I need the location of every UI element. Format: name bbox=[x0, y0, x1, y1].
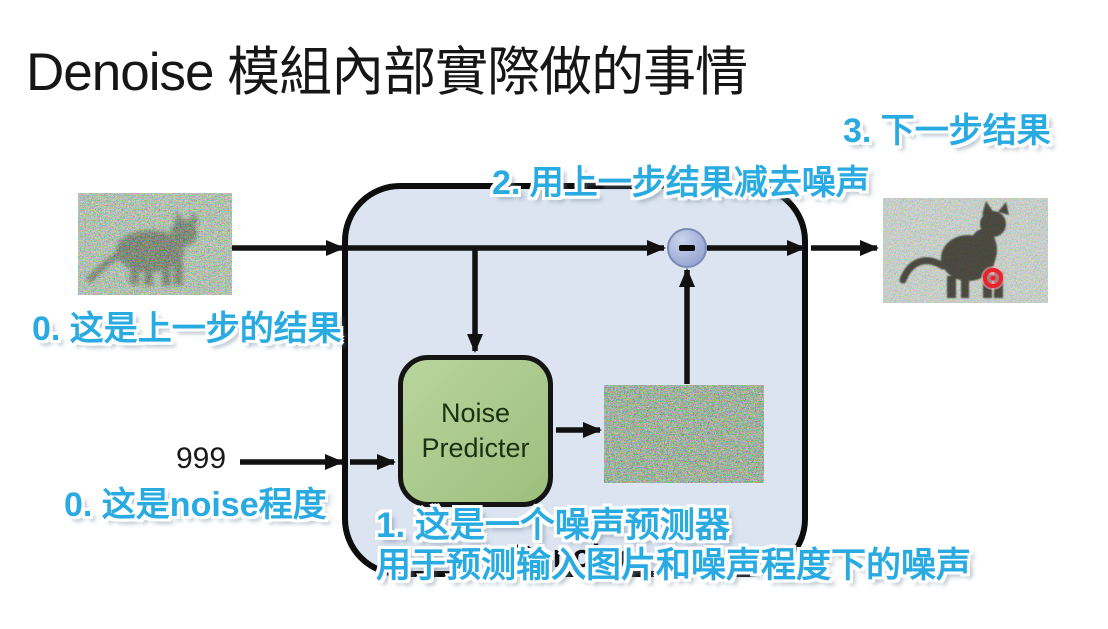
annotation-step1-line1: 1. 这是一个噪声预测器 bbox=[376, 506, 730, 545]
red-pointer-dot bbox=[981, 266, 1005, 290]
noise-predictor-label: Noise Predicter bbox=[421, 396, 529, 466]
input-noisy-image bbox=[78, 193, 232, 295]
minus-node bbox=[667, 228, 707, 268]
noise-predictor-box: Noise Predicter bbox=[398, 355, 553, 507]
page-title: Denoise 模組內部實際做的事情 bbox=[26, 43, 748, 102]
denoise-container-label: Denoise bbox=[511, 538, 637, 574]
annotation-step3: 3. 下一步结果 bbox=[843, 112, 1051, 150]
noise-level-value: 999 bbox=[176, 442, 227, 475]
annotation-step1-line2: 用于预测输入图片和噪声程度下的噪声 bbox=[376, 546, 972, 585]
noise-predictor-label-line1: Noise bbox=[440, 397, 510, 428]
predicted-noise-image bbox=[604, 385, 764, 483]
output-image bbox=[883, 198, 1048, 303]
annotation-step0-noise: 0. 这是noise程度 bbox=[64, 486, 327, 524]
annotation-step2: 2. 用上一步结果减去噪声 bbox=[492, 164, 870, 202]
minus-icon bbox=[679, 245, 695, 251]
annotation-step0-result: 0. 这是上一步的结果 bbox=[32, 310, 342, 348]
noise-predictor-label-line2: Predicter bbox=[421, 433, 530, 463]
